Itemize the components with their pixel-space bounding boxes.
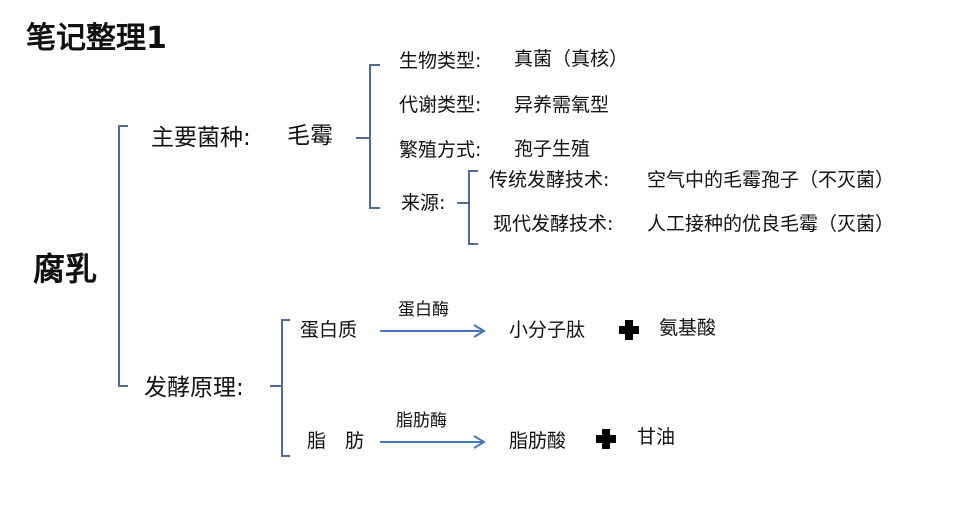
protein-substrate: 蛋白质 bbox=[300, 319, 358, 341]
peptide-product: 小分子肽 bbox=[509, 319, 586, 341]
page-title: 笔记整理1 bbox=[26, 21, 167, 56]
protease-label: 蛋白酶 bbox=[398, 300, 449, 320]
glycerol-product: 甘油 bbox=[637, 426, 676, 448]
fatty-acid-product: 脂肪酸 bbox=[509, 430, 567, 452]
metabolism-value: 异养需氧型 bbox=[514, 94, 610, 116]
main-bracket bbox=[118, 125, 128, 387]
amino-acid-product: 氨基酸 bbox=[659, 317, 717, 339]
root-node: 腐乳 bbox=[33, 250, 98, 288]
modern-tech-key: 现代发酵技术: bbox=[493, 213, 614, 235]
metabolism-key: 代谢类型: bbox=[399, 94, 482, 116]
arrow-protein-head bbox=[473, 324, 486, 338]
arrow-fat-head bbox=[473, 435, 486, 449]
plus-icon bbox=[619, 320, 639, 340]
source-key: 来源: bbox=[401, 192, 446, 214]
traditional-tech-key: 传统发酵技术: bbox=[489, 169, 610, 191]
reproduction-key: 繁殖方式: bbox=[399, 139, 482, 161]
plus-icon bbox=[596, 429, 616, 449]
branch-main-strain-label: 主要菌种: bbox=[151, 125, 251, 151]
biotype-key: 生物类型: bbox=[399, 50, 482, 72]
lipase-label: 脂肪酶 bbox=[396, 411, 447, 431]
principle-bracket bbox=[281, 319, 290, 457]
branch-fermentation-label: 发酵原理: bbox=[144, 375, 244, 401]
traditional-tech-value: 空气中的毛霉孢子（不灭菌） bbox=[647, 169, 895, 191]
reproduction-value: 孢子生殖 bbox=[514, 138, 591, 160]
modern-tech-value: 人工接种的优良毛霉（灭菌） bbox=[647, 213, 895, 235]
source-bracket bbox=[468, 170, 478, 245]
mould-bracket bbox=[369, 64, 380, 209]
mould-node: 毛霉 bbox=[287, 123, 333, 149]
fat-substrate: 脂 肪 bbox=[307, 430, 365, 452]
biotype-value: 真菌（真核） bbox=[514, 48, 629, 70]
